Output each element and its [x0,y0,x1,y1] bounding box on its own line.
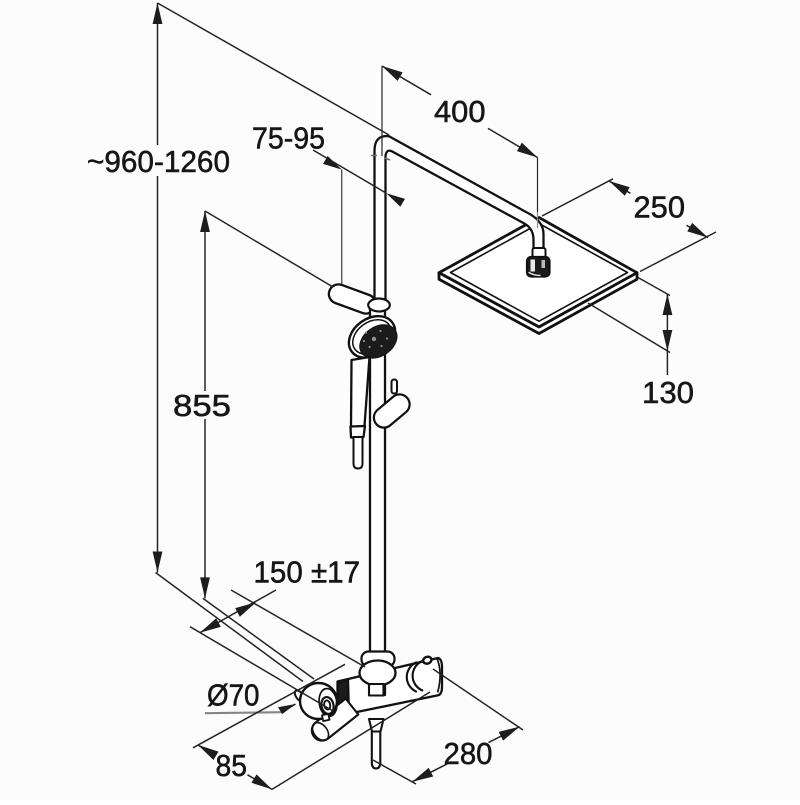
svg-text:250: 250 [634,190,686,225]
svg-text:280: 280 [444,736,493,771]
svg-text:85: 85 [216,748,248,783]
svg-text:~960-1260: ~960-1260 [87,144,230,179]
svg-text:855: 855 [173,388,231,423]
svg-text:75-95: 75-95 [252,121,325,156]
svg-text:Ø70: Ø70 [207,678,260,713]
svg-text:400: 400 [434,94,486,129]
svg-text:130: 130 [642,375,694,410]
svg-text:150 ±17: 150 ±17 [254,555,361,590]
